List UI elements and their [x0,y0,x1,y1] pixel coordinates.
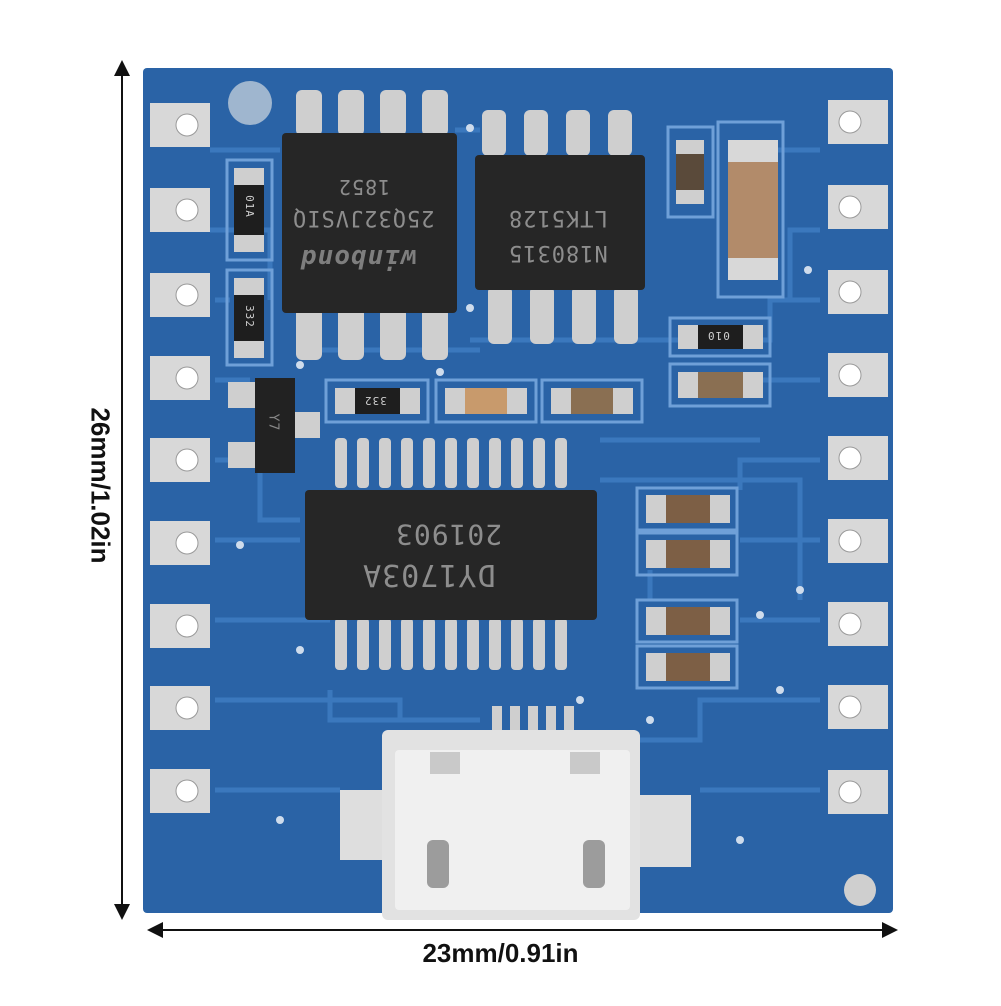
resistor-r4-marking: 010 [707,329,730,342]
capacitor-mid2 [540,378,644,424]
transistor-marking: Y7 [265,413,281,432]
vias [236,124,812,844]
resistor-r4 [668,316,772,358]
resistor-r3-marking: 332 [364,394,387,407]
resistor-r3 [324,378,430,424]
flash-chip-logo: winbond [300,243,417,273]
resistor-r1 [225,158,274,262]
capacitor-r5 [668,362,772,408]
flash-chip-date-code: 1852 [338,175,391,199]
amplifier-chip-lot-code: N180315 [508,240,608,265]
micro-usb-connector [340,706,691,920]
mcu-chip-part-number: DY1703A [362,557,496,592]
left-castellated-pads [150,103,210,813]
resistor-r1-marking: 01A [242,195,256,218]
resistor-r2 [225,268,274,367]
fiducial-top [228,81,272,125]
flash-chip [282,90,457,360]
fiducial-bottom [844,874,876,906]
capacitor-small [666,125,715,219]
flash-chip-part-number: 25Q32JVSIQ [292,205,435,230]
right-castellated-pads [828,100,888,814]
height-dimension-label: 26mm/1.02in [85,407,116,564]
amplifier-chip-part-number: LTK5128 [508,205,608,230]
width-dimension-label: 23mm/0.91in [422,938,579,968]
capacitor-large [716,120,785,299]
transistor [228,378,320,473]
mcu-chip-date-code: 201903 [395,518,503,551]
amplifier-chip [475,110,645,344]
mcu-chip [305,438,597,670]
capacitor-mid1 [434,378,538,424]
capacitor-bank [635,486,739,690]
resistor-r2-marking: 332 [242,305,256,328]
